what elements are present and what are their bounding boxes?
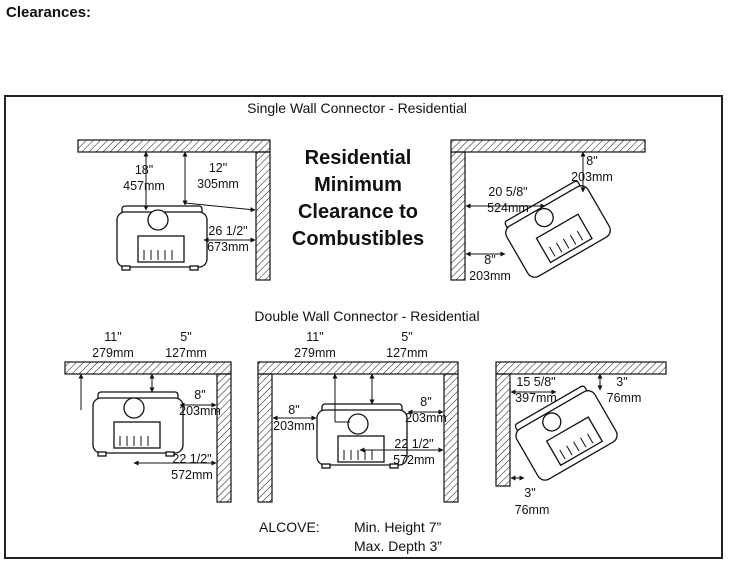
right-wall: [443, 373, 459, 503]
dim-label: 22 1/2": [172, 452, 211, 466]
double-wall-left-diagram: 11" 279mm 5" 127mm 8" 203mm 22 1/2" 572m…: [64, 330, 232, 503]
double-wall-corner-diagram: 3" 76mm 15 5/8" 397mm 3" 76mm: [495, 361, 667, 517]
dim-label: 8": [194, 388, 205, 402]
residential-heading: Residential Minimum Clearance to Combust…: [292, 147, 424, 250]
dim-label-mm: 203mm: [571, 170, 613, 184]
dim-label-mm: 457mm: [123, 179, 165, 193]
heading-line: Residential: [305, 147, 412, 169]
alcove-max-depth: Max. Depth 3”: [354, 538, 442, 554]
dim-label-mm: 203mm: [179, 404, 221, 418]
page-heading: Clearances:: [6, 4, 92, 21]
dim-label-mm: 572mm: [171, 468, 213, 482]
dim-label: 12": [209, 161, 227, 175]
dim-label: 18": [135, 163, 153, 177]
dim-label: 8": [586, 154, 597, 168]
dim-label: 26 1/2": [208, 224, 247, 238]
dim-label: 8": [420, 395, 431, 409]
dim-label-mm: 203mm: [469, 269, 511, 283]
dim-label-mm: 76mm: [607, 391, 642, 405]
alcove-min-height: Min. Height 7”: [354, 519, 441, 535]
dim-label: 5": [180, 330, 191, 344]
dimension-arrow: [184, 202, 256, 213]
diagram-frame: [4, 95, 723, 559]
dim-label-mm: 203mm: [405, 411, 447, 425]
dim-label: 20 5/8": [488, 185, 527, 199]
side-wall: [450, 151, 466, 281]
left-wall: [257, 373, 273, 503]
ceiling-wall: [64, 361, 232, 375]
dim-label: 3": [524, 486, 535, 500]
side-wall: [255, 151, 271, 281]
heading-line: Combustibles: [292, 228, 424, 250]
heading-line: Clearance to: [298, 201, 418, 223]
dim-label-mm: 397mm: [515, 391, 557, 405]
dim-label-mm: 203mm: [273, 419, 315, 433]
dim-label: 11": [306, 330, 323, 344]
dim-label: 5": [401, 330, 412, 344]
side-wall: [495, 373, 511, 487]
single-wall-title: Single Wall Connector - Residential: [247, 100, 467, 116]
dim-label-mm: 127mm: [165, 346, 207, 360]
flue-collar-icon: [534, 207, 554, 228]
stove: [514, 385, 618, 481]
dim-label-mm: 572mm: [393, 453, 435, 467]
flue-collar-icon: [542, 412, 562, 432]
flue-collar-icon: [123, 397, 145, 419]
ceiling-wall: [495, 361, 667, 375]
dim-label: 3": [616, 375, 627, 389]
dim-label: 8": [288, 403, 299, 417]
dim-label-mm: 524mm: [487, 201, 529, 215]
side-wall: [216, 373, 232, 503]
dim-label-mm: 279mm: [294, 346, 336, 360]
dim-label: 15 5/8": [516, 375, 555, 389]
dim-label: 22 1/2": [394, 437, 433, 451]
double-wall-alcove-diagram: 11" 279mm 5" 127mm 8" 203mm 8" 203mm 22 …: [257, 330, 459, 503]
single-wall-left-diagram: 18" 457mm 12" 305mm 26 1/2" 673mm: [77, 139, 271, 281]
dim-label: 11": [104, 330, 121, 344]
dim-label: 8": [484, 253, 495, 267]
dim-label-mm: 76mm: [515, 503, 550, 517]
dim-label-mm: 673mm: [207, 240, 249, 254]
ceiling-wall: [257, 361, 459, 375]
dim-label-mm: 127mm: [386, 346, 428, 360]
heading-line: Minimum: [314, 174, 402, 196]
alcove-label: ALCOVE:: [259, 519, 320, 535]
double-wall-title: Double Wall Connector - Residential: [254, 308, 479, 324]
stove: [92, 391, 184, 457]
single-wall-corner-diagram: 8" 203mm 20 5/8" 524mm 8" 203mm: [450, 139, 646, 283]
dim-label-mm: 279mm: [92, 346, 134, 360]
stove: [116, 205, 208, 271]
ceiling-wall: [450, 139, 646, 153]
flue-collar-icon: [347, 413, 369, 435]
alcove-note: ALCOVE: Min. Height 7” Max. Depth 3”: [259, 519, 442, 554]
ceiling-wall: [77, 139, 271, 153]
flue-collar-icon: [147, 209, 169, 231]
dim-label-mm: 305mm: [197, 177, 239, 191]
